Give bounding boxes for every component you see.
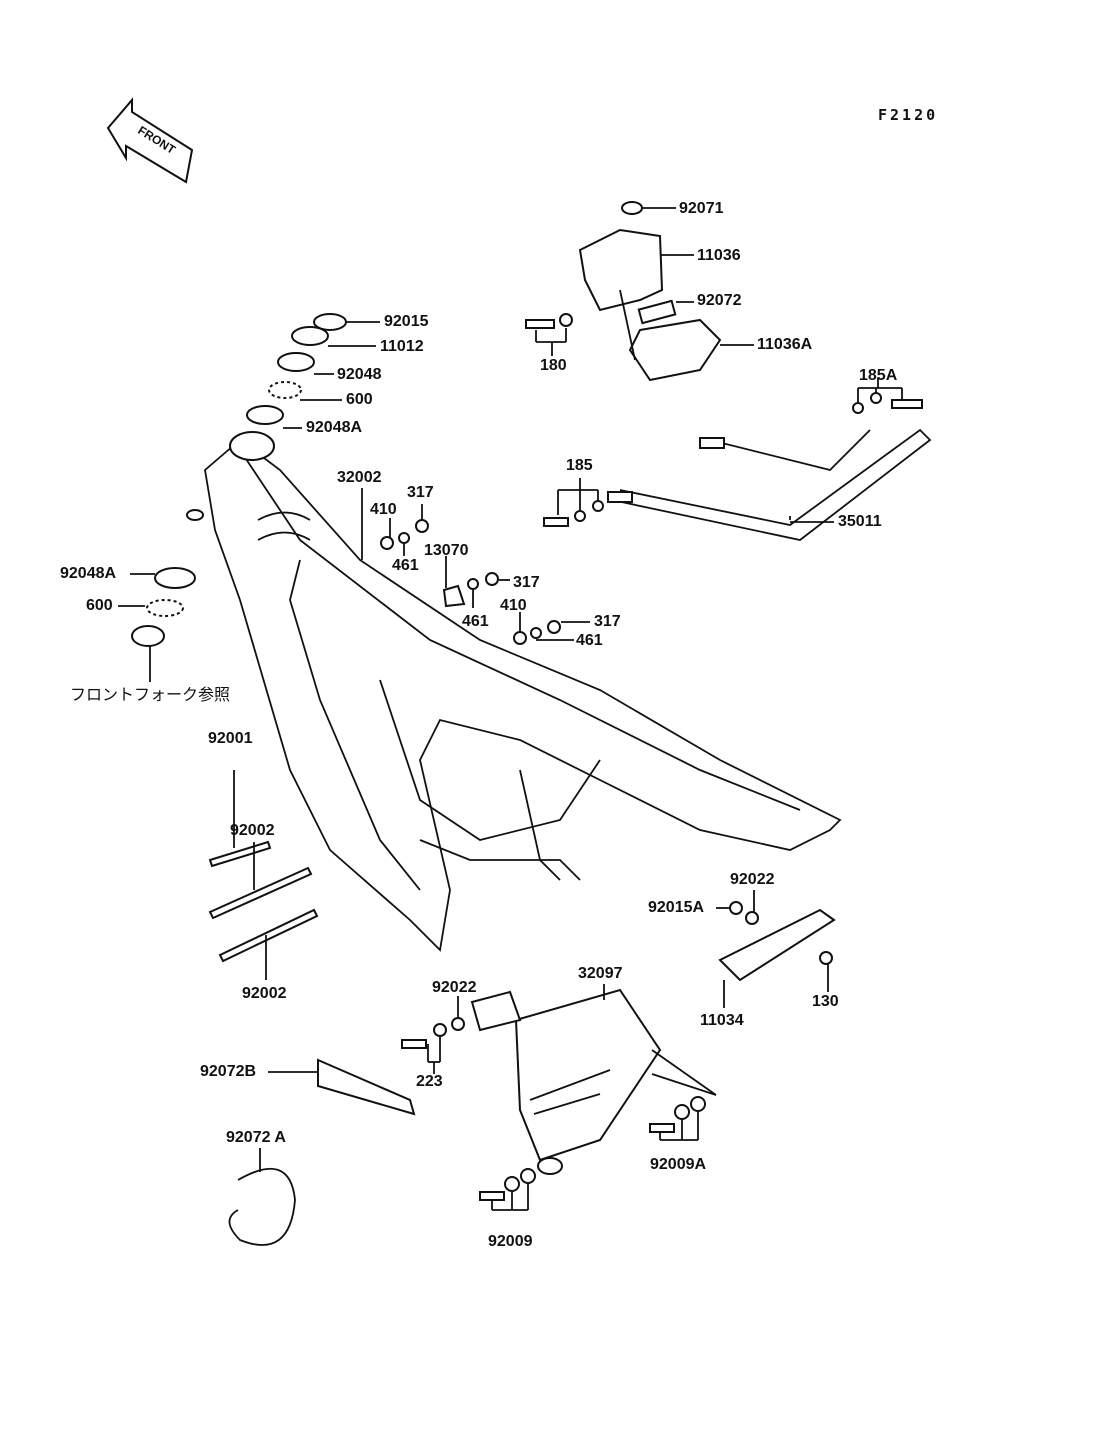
grab-rail-35011 [543,378,932,541]
frame-fasteners [361,488,590,645]
frame-32002 [186,431,842,952]
bracket-11034 [716,890,836,1008]
part-label-92072A: 92072 A [226,1129,286,1146]
part-label-92002: 92002 [230,822,275,839]
part-label-92048: 92048 [337,366,382,383]
part-label-223: 223 [416,1073,443,1090]
part-label-92002: 92002 [242,985,287,1002]
part-label-92009A: 92009A [650,1156,707,1173]
part-label-92071: 92071 [679,200,724,217]
part-label-11034: 11034 [700,1012,744,1029]
front-arrow-icon [106,97,194,184]
part-label-92022: 92022 [730,871,775,888]
part-label-185: 185 [566,457,593,474]
part-label-185A: 185A [859,367,898,384]
part-label-11036A: 11036A [757,336,813,353]
part-label-180: 180 [540,357,567,374]
part-label-35011: 35011 [838,513,882,530]
strap-92072A [228,1148,296,1246]
front-fork-reference-note: フロントフォーク参照 [70,687,231,704]
pad-92072B [268,1058,416,1116]
battery-case-32097 [470,984,717,1175]
lower-steering-parts [118,567,196,682]
part-label-92048A: 92048A [306,419,363,436]
part-label-461: 461 [392,557,419,574]
steering-parts [246,313,380,429]
part-label-92072: 92072 [697,292,742,309]
part-label-317: 317 [513,574,540,591]
part-label-410: 410 [370,501,397,518]
part-label-11036: 11036 [697,247,741,264]
bolts [208,770,319,980]
diagram-code: F2120 [878,106,939,124]
part-label-92072B: 92072B [200,1063,257,1080]
part-label-13070: 13070 [424,542,469,559]
part-label-410: 410 [500,597,527,614]
part-label-600: 600 [346,391,373,408]
part-label-92015A: 92015A [648,899,705,916]
part-label-130: 130 [812,993,839,1010]
part-label-92022: 92022 [432,979,477,996]
part-label-92001: 92001 [208,730,253,747]
part-label-92048A: 92048A [60,565,117,582]
part-label-317: 317 [407,484,434,501]
battery-fasteners [401,996,706,1211]
part-label-461: 461 [576,632,603,649]
part-label-32002: 32002 [337,469,382,486]
part-label-317: 317 [594,613,621,630]
part-label-461: 461 [462,613,489,630]
part-label-11012: 11012 [380,338,424,355]
seat-bracket-parts [525,201,754,382]
part-label-32097: 32097 [578,965,623,982]
part-label-600: 600 [86,597,113,614]
part-label-92015: 92015 [384,313,429,330]
part-label-92009: 92009 [488,1233,533,1250]
